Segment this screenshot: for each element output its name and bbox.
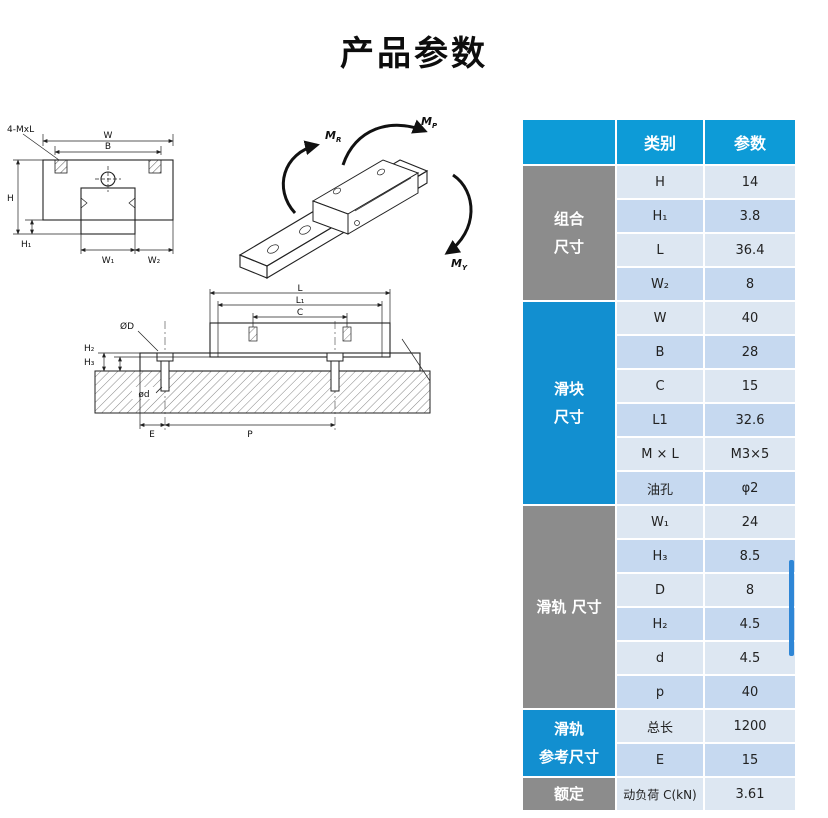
param-value-cell: 4.5 (705, 642, 795, 674)
param-value-cell: 4.5 (705, 608, 795, 640)
param-name-cell: W (617, 302, 703, 334)
parameter-table-container: 类别 参数 组合 尺寸 H 14 H₁ 3.8 L 36.4 W₂ 8 滑块 尺… (521, 118, 797, 812)
moment-label-mp: MP (421, 115, 438, 130)
group-cell-rail: 滑轨 尺寸 (523, 506, 615, 708)
moment-arrows (281, 119, 473, 255)
param-name-cell: p (617, 676, 703, 708)
param-value-cell: 28 (705, 336, 795, 368)
scrollbar-thumb[interactable] (789, 560, 794, 656)
param-value-cell: 40 (705, 676, 795, 708)
technical-drawings: W B 4-MxL H H₁ W₁ W₂ (0, 100, 520, 720)
page-title: 产品参数 (340, 34, 488, 74)
dim-label-h1: H₁ (21, 240, 32, 250)
group-cell-rail-reference: 滑轨 参考尺寸 (523, 710, 615, 776)
param-name-cell: C (617, 370, 703, 402)
column-header-category: 类别 (617, 120, 703, 164)
dim-label-w2: W₂ (148, 256, 161, 266)
moment-label-my: MY (451, 257, 468, 272)
dim-label-od-big: ØD (120, 321, 134, 332)
param-name-cell: W₁ (617, 506, 703, 538)
parameters-table: 类别 参数 组合 尺寸 H 14 H₁ 3.8 L 36.4 W₂ 8 滑块 尺… (521, 118, 797, 812)
dim-label-l1: L₁ (296, 296, 305, 306)
dim-label-od-small: ød (138, 390, 149, 400)
dim-label-h: H (7, 194, 14, 204)
param-value-cell: 3.8 (705, 200, 795, 232)
param-name-cell: E (617, 744, 703, 776)
param-name-cell: H₁ (617, 200, 703, 232)
param-name-cell: L1 (617, 404, 703, 436)
param-name-cell: H₃ (617, 540, 703, 572)
dim-label-h3: H₃ (84, 358, 95, 368)
param-value-cell: 3.61 (705, 778, 795, 810)
table-corner-cell (523, 120, 615, 164)
param-name-cell: 动负荷 C(kN) (617, 778, 703, 810)
param-value-cell: 40 (705, 302, 795, 334)
param-name-cell: L (617, 234, 703, 266)
group-cell-assembly: 组合 尺寸 (523, 166, 615, 300)
param-value-cell: 24 (705, 506, 795, 538)
param-name-cell: H (617, 166, 703, 198)
dim-label-4mxl: 4-MxL (7, 125, 34, 135)
section-view-drawing: L L₁ C ØD H₂ H₃ ød E P (84, 284, 431, 440)
param-value-cell: 8.5 (705, 540, 795, 572)
param-value-cell: 8 (705, 574, 795, 606)
dim-label-p: P (247, 430, 253, 440)
group-cell-rated: 额定 (523, 778, 615, 810)
dim-label-b: B (105, 142, 111, 152)
dim-label-l: L (297, 284, 302, 294)
param-value-cell: 8 (705, 268, 795, 300)
moment-label-mr: MR (325, 129, 341, 144)
dim-label-h2: H₂ (84, 344, 95, 354)
isometric-view-drawing: MR MP MY (238, 115, 473, 279)
param-value-cell: M3×5 (705, 438, 795, 470)
front-view-geometry (13, 133, 174, 254)
param-name-cell: W₂ (617, 268, 703, 300)
group-cell-block: 滑块 尺寸 (523, 302, 615, 504)
param-value-cell: 15 (705, 370, 795, 402)
param-name-cell: D (617, 574, 703, 606)
dim-label-c: C (297, 308, 303, 318)
param-name-cell: d (617, 642, 703, 674)
param-value-cell: 36.4 (705, 234, 795, 266)
param-value-cell: φ2 (705, 472, 795, 504)
param-value-cell: 14 (705, 166, 795, 198)
front-view-drawing: W B 4-MxL H H₁ W₁ W₂ (7, 125, 174, 266)
param-name-cell: 总长 (617, 710, 703, 742)
dim-label-w: W (104, 131, 113, 141)
dim-label-w1: W₁ (102, 256, 115, 266)
param-value-cell: 32.6 (705, 404, 795, 436)
param-name-cell: B (617, 336, 703, 368)
dim-label-e: E (149, 430, 155, 440)
iso-rail-geometry (238, 159, 429, 279)
param-name-cell: M × L (617, 438, 703, 470)
param-value-cell: 15 (705, 744, 795, 776)
param-name-cell: 油孔 (617, 472, 703, 504)
column-header-parameter: 参数 (705, 120, 795, 164)
param-value-cell: 1200 (705, 710, 795, 742)
section-geometry (94, 289, 431, 433)
param-name-cell: H₂ (617, 608, 703, 640)
